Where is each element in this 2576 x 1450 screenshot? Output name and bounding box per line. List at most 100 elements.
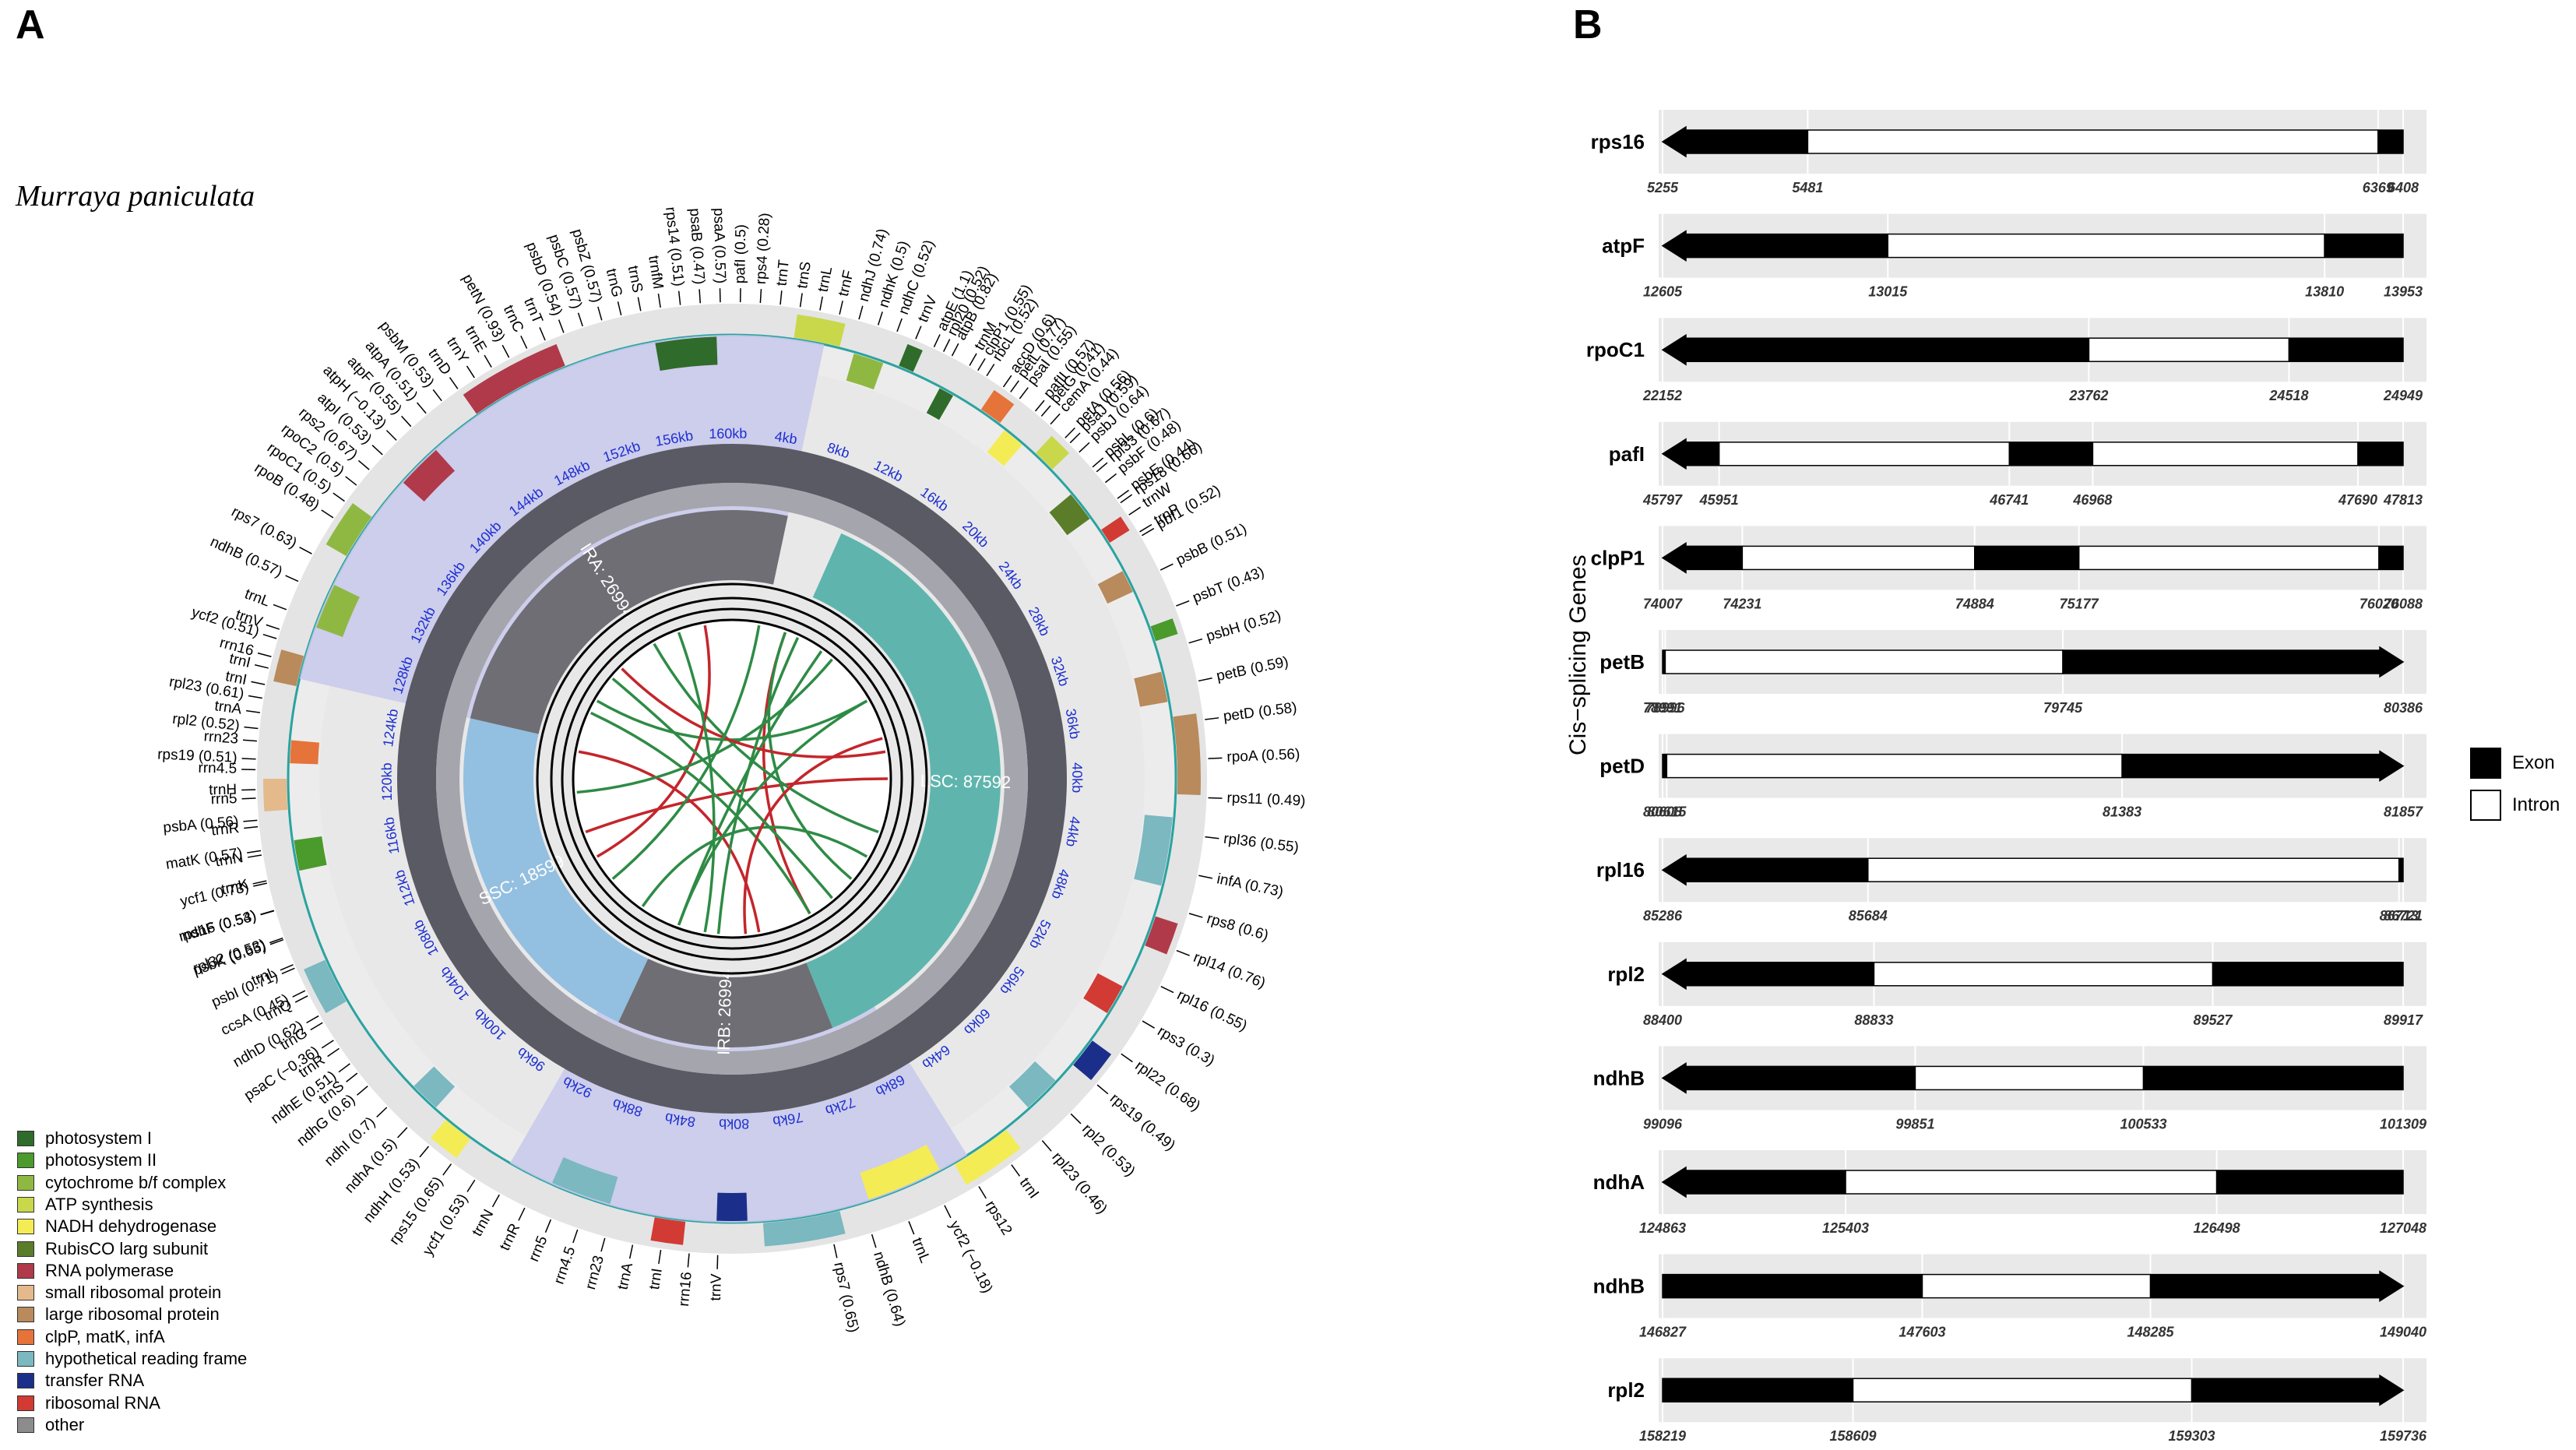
gene-label-trnl: trnL xyxy=(815,266,836,294)
gene-label-leader xyxy=(819,296,823,311)
gene-label-rps8-0-6: rps8 (0.6) xyxy=(1205,910,1270,944)
exon-segment xyxy=(1662,1378,1854,1402)
gene-label-leader xyxy=(779,290,783,305)
gene-label-leader xyxy=(1142,1020,1155,1029)
gene-name: petD xyxy=(1599,755,1645,778)
gene-label-psaa-0-57: psaA (0.57) xyxy=(710,208,728,284)
position-label: 47813 xyxy=(2383,492,2423,508)
gene-block xyxy=(1134,671,1168,707)
gene-label-psbb-0-51: psbB (0.51) xyxy=(1174,521,1250,569)
exon-segment xyxy=(2212,962,2404,987)
gene-label-leader xyxy=(247,850,262,853)
gene-label-rrn5: rrn5 xyxy=(526,1234,551,1264)
gene-block xyxy=(326,503,372,556)
intron-segment xyxy=(1873,962,2214,987)
gene-label-leader xyxy=(241,797,256,800)
position-label: 78996 xyxy=(1645,700,1685,716)
position-label: 75177 xyxy=(2060,596,2099,611)
gc-inner-ring xyxy=(436,483,1028,1075)
intron-segment xyxy=(1666,753,2123,779)
position-label: 88833 xyxy=(1854,1012,1893,1028)
gene-label-leader xyxy=(657,294,661,308)
gene-label-leader xyxy=(539,327,546,341)
gene-label-rpl2-0-53: rpl2 (0.53) xyxy=(1079,1121,1138,1180)
position-label: 24949 xyxy=(2383,388,2423,403)
kb-tick-label: 80kb xyxy=(719,1116,749,1131)
repeat-link xyxy=(641,825,868,907)
gene-label-leader xyxy=(401,415,412,428)
gene-label-rps14-0-51: rps14 (0.51) xyxy=(662,206,687,287)
gene-label-leader xyxy=(1208,797,1223,799)
gene-label-leader xyxy=(338,1063,350,1073)
gene-label-rpl14-0-76: rpl14 (0.76) xyxy=(1191,949,1268,992)
gene-label-leader xyxy=(858,305,864,320)
gene-label-leader xyxy=(1050,413,1061,425)
gene-block xyxy=(1150,618,1178,642)
legend-swatch xyxy=(17,1329,34,1345)
intron-segment xyxy=(1845,1170,2218,1195)
legend-swatch xyxy=(17,1219,34,1235)
legend-item-other: other xyxy=(17,1414,84,1436)
exon-segment xyxy=(1662,1273,1923,1299)
gene-label-leader xyxy=(248,695,262,699)
gene-label-leader xyxy=(253,882,268,887)
legend-exon: Exon xyxy=(2470,748,2555,779)
gene-label-leader xyxy=(242,739,257,742)
inner-track-1 xyxy=(536,582,928,975)
position-label: 159736 xyxy=(2380,1428,2427,1444)
position-label: 126498 xyxy=(2194,1220,2240,1236)
gene-label-leader xyxy=(273,604,287,611)
gene-label-leader xyxy=(699,289,702,304)
intron-segment xyxy=(1867,857,2400,882)
position-label: 46741 xyxy=(1989,492,2029,508)
gene-block xyxy=(1008,1061,1056,1108)
region-label-lsc: LSC: 87592 xyxy=(920,771,1012,792)
gene-label-leader xyxy=(466,365,475,378)
exon-segment xyxy=(2062,646,2405,678)
exon-segment xyxy=(2149,1270,2405,1302)
gene-label-rps3-0-3: rps3 (0.3) xyxy=(1155,1023,1218,1069)
gene-label-leader xyxy=(1096,1084,1109,1095)
gene-label-rpoa-0-56: rpoA (0.56) xyxy=(1226,746,1300,765)
gene-label-leader xyxy=(877,311,883,326)
exon-segment xyxy=(2008,442,2094,466)
gene-label-leader xyxy=(321,509,334,519)
gene-label-rrn16: rrn16 xyxy=(676,1271,695,1307)
intron-segment xyxy=(2092,442,2359,466)
position-label: 125403 xyxy=(1822,1220,1869,1236)
position-label: 147603 xyxy=(1899,1325,1945,1340)
position-label: 76088 xyxy=(2384,596,2423,611)
gene-block xyxy=(860,1144,940,1200)
position-label: 5255 xyxy=(1647,180,1679,195)
gene-label-leader xyxy=(280,964,294,971)
exon-segment xyxy=(1661,125,1809,158)
region-ssc xyxy=(463,718,649,1022)
intron-segment xyxy=(1807,129,2379,154)
gene-label-leader xyxy=(577,312,583,327)
legend-label: small ribosomal protein xyxy=(45,1283,222,1303)
position-label: 80615 xyxy=(1647,804,1687,820)
gene-label-leader xyxy=(294,995,308,1003)
gene-label-leader xyxy=(658,1250,662,1265)
gene-block xyxy=(1036,435,1070,470)
position-label: 23762 xyxy=(2068,388,2108,403)
gene-block xyxy=(1134,815,1173,886)
gene-block xyxy=(899,343,923,372)
legend-exon-label: Exon xyxy=(2512,752,2555,773)
inner-track-3 xyxy=(561,607,903,950)
region-irb xyxy=(618,959,833,1047)
gene-label-leader xyxy=(321,1040,334,1049)
gene-label-leader xyxy=(1139,523,1153,533)
gene-label-trnfm: trnfM xyxy=(645,255,666,290)
position-label: 86721 xyxy=(2384,908,2423,924)
gene-label-leader xyxy=(357,459,370,470)
